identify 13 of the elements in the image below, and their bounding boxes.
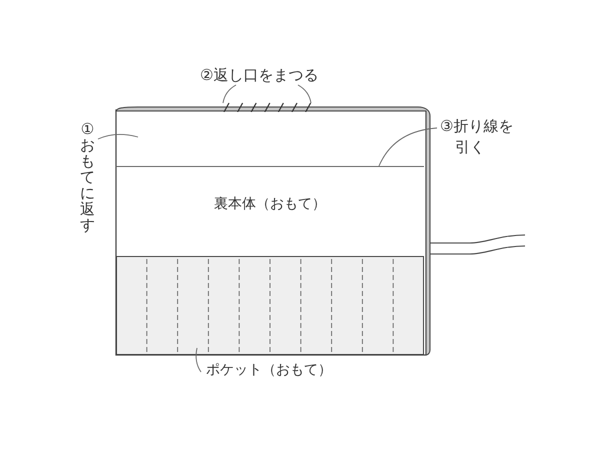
pocket-panel: [116, 256, 424, 355]
instruction-label: ③折り線を引く: [440, 116, 520, 158]
instruction-label: ①おもてに返す: [80, 121, 95, 233]
lining-panel: [114, 100, 432, 357]
leader-line: [222, 84, 236, 104]
leader-line: [196, 348, 202, 372]
fold-line: [116, 166, 424, 168]
leader-line: [98, 134, 138, 140]
leader-line: [298, 84, 312, 104]
part-label: 裏本体（おもて）: [214, 195, 326, 213]
instruction-label: ②返し口をまつる: [200, 66, 318, 84]
part-label: ポケット（おもて）: [206, 362, 332, 379]
leader-line: [378, 128, 438, 166]
